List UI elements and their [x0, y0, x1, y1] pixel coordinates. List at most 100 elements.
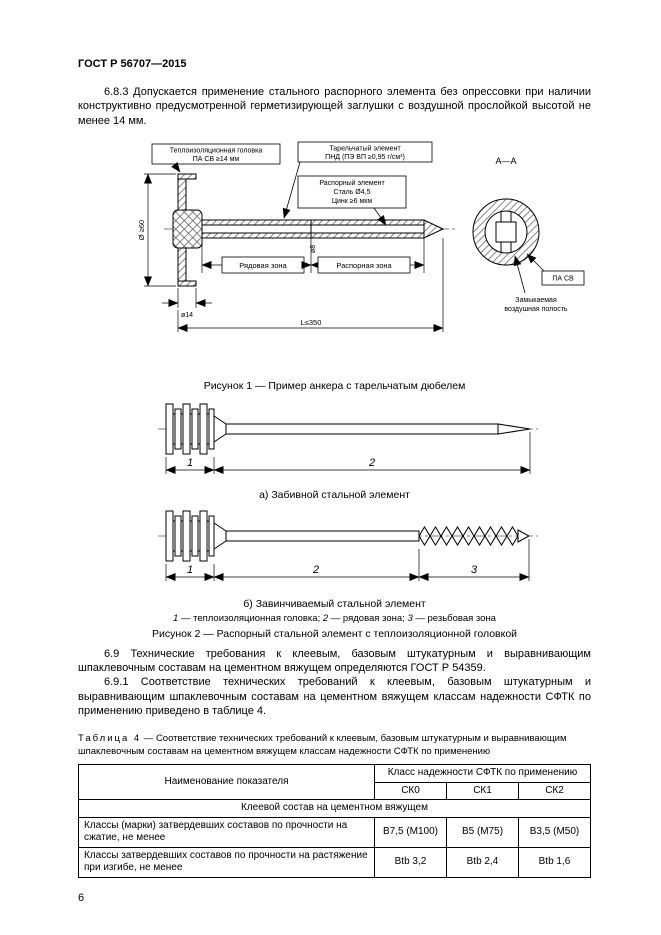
leader-line	[526, 253, 545, 272]
table4: Наименование показателя Класс надежности…	[78, 764, 591, 878]
legend-text: — резьбовая зона	[412, 612, 496, 624]
head-rib	[165, 510, 174, 562]
section-view-a-a	[472, 198, 540, 266]
label-spacer-element: Распорный элемент Сталь Ø4,5 Цинк ≥6 мкм	[297, 175, 407, 226]
table4-col-ck1: СК1	[446, 781, 519, 800]
figure2-caption: Рисунок 2 — Распорный стальной элемент с…	[151, 627, 518, 640]
label-spacer-line1: Распорный элемент	[319, 179, 385, 187]
label-spacer-line2: Сталь Ø4,5	[334, 189, 371, 196]
table4-col-ck0: СК0	[374, 781, 447, 800]
head-rib	[191, 515, 199, 557]
label-disc-line1: Тарельчатый элемент	[329, 144, 401, 152]
screw-in-element	[158, 510, 538, 562]
steel-rod	[201, 224, 425, 234]
legend-num: 1	[173, 612, 179, 624]
figure2b-caption: б) Завинчиваемый стальной элемент	[243, 597, 426, 610]
thread-profile-bottom	[418, 534, 519, 546]
head-rib	[165, 403, 174, 455]
leader-line	[373, 207, 387, 226]
head-neck	[213, 521, 227, 550]
row-value: В5 (М75)	[446, 816, 519, 848]
zone-row-label: Рядовая зона	[239, 261, 287, 270]
head-rib	[199, 403, 208, 455]
shaft-tip	[497, 423, 531, 435]
section-label: А—А	[495, 156, 516, 166]
figure2b-drawing: 1 2 3	[158, 510, 538, 581]
thread-profile-top	[418, 525, 519, 537]
head-rib	[199, 510, 208, 562]
dim-3-text: 3	[471, 564, 478, 576]
label-air-cavity: Замыкаемая воздушная полость	[504, 255, 568, 313]
zone-dimensions: Рядовая зона Распорная зона ø8	[201, 237, 425, 274]
label-pa-sv: ПА СВ	[526, 253, 585, 286]
dim-1-text: 1	[187, 457, 193, 469]
air-cavity-line2: воздушная полость	[504, 306, 567, 313]
label-disc-line2: ПНД (ПЭ ВП ≥0,95 г/см³)	[325, 154, 405, 161]
table-row: Классы затвердевших составов по прочност…	[78, 846, 591, 878]
legend-text: — рядовая зона;	[328, 612, 408, 624]
dish-flange-bottom	[177, 280, 197, 287]
dim-1-text: 1	[187, 564, 193, 576]
anchor-tip	[423, 219, 445, 239]
label-insulation-head-line2: ПА СВ ≥14 мм	[193, 156, 240, 163]
figure2b-dimensions: 1 2 3	[165, 538, 530, 581]
page-number: 6	[78, 892, 85, 904]
dim-2-text: 2	[312, 564, 319, 576]
head-rib	[208, 515, 215, 557]
dimension-length: L≤350	[177, 237, 444, 332]
paragraph-6-9: 6.9 Технические требования к клеевым, ба…	[78, 647, 591, 675]
zone-spacer-label: Распорная зона	[336, 261, 392, 270]
figure1-anchor-drawing: Теплоизоляционная головка ПА СВ ≥14 мм Т…	[137, 141, 585, 332]
table4-col-ck2: СК2	[518, 781, 591, 800]
air-cavity-line1: Замыкаемая	[515, 297, 557, 304]
shaft-tip	[517, 529, 531, 543]
table4-caption-label: Таблица 4	[78, 733, 142, 745]
dim-d8-text: ø8	[310, 245, 317, 253]
row-value: Вtb 2,4	[446, 846, 519, 878]
legend-text: — теплоизоляционная головка;	[178, 612, 323, 624]
label-box	[297, 175, 407, 209]
figure1-caption: Рисунок 1 — Пример анкера с тарельчатым …	[203, 379, 466, 392]
row-value: В3,5 (М50)	[518, 816, 591, 848]
head-rib	[191, 408, 199, 450]
head-rib	[208, 408, 215, 450]
dimension-d60: Ø ≥60	[137, 173, 176, 287]
label-insulation-head: Теплоизоляционная головка ПА СВ ≥14 мм	[151, 143, 281, 173]
table4-section-title: Клеевой состав на цементном вяжущем	[78, 799, 591, 818]
table4-section-row: Клеевой состав на цементном вяжущем	[78, 799, 591, 818]
label-insulation-head-line1: Теплоизоляционная головка	[170, 147, 263, 154]
label-box	[151, 143, 281, 165]
head-rib	[182, 403, 191, 455]
row-value: Вtb 1,6	[518, 846, 591, 878]
figure2-legend: 1 — теплоизоляционная головка; 2 — рядов…	[78, 613, 591, 624]
legend-item-1: 1 — теплоизоляционная головка;	[173, 613, 323, 624]
row-name: Классы (марки) затвердевших составов по …	[78, 816, 375, 848]
legend-num: 2	[322, 612, 329, 624]
row-value: Вtb 3,2	[374, 846, 447, 878]
table4-header-name: Наименование показателя	[78, 764, 375, 800]
head-rib	[182, 510, 191, 562]
table-row: Классы (марки) затвердевших составов по …	[78, 816, 591, 848]
table4-header-row-1: Наименование показателя Класс надежности…	[78, 764, 591, 800]
label-disc-element: Тарельчатый элемент ПНД (ПЭ ВП ≥0,95 г/с…	[282, 141, 433, 219]
table4-caption: Таблица 4 — Соответствие технических тре…	[78, 733, 591, 759]
row-name: Классы затвердевших составов по прочност…	[78, 846, 375, 878]
drive-in-element	[158, 403, 538, 455]
leader-line	[513, 255, 526, 293]
head-rib	[174, 515, 182, 557]
legend-item-3: 3 — резьбовая зона	[407, 613, 496, 624]
legend-item-2: 2 — рядовая зона;	[323, 613, 408, 624]
leader-line	[171, 161, 181, 173]
section-core	[495, 221, 517, 243]
dim-d14-text: ø14	[181, 312, 193, 319]
label-box	[297, 141, 433, 163]
dimension-d14: ø14	[162, 287, 212, 319]
dim-length-text: L≤350	[301, 318, 322, 327]
label-box	[541, 270, 585, 286]
doc-number: ГОСТ Р 56707—2015	[78, 58, 187, 70]
dim-2-text: 2	[368, 457, 375, 469]
dish-flange-top	[177, 173, 197, 180]
figure2a-dimensions: 1 2	[165, 431, 531, 474]
anchor-main-view	[164, 173, 456, 287]
